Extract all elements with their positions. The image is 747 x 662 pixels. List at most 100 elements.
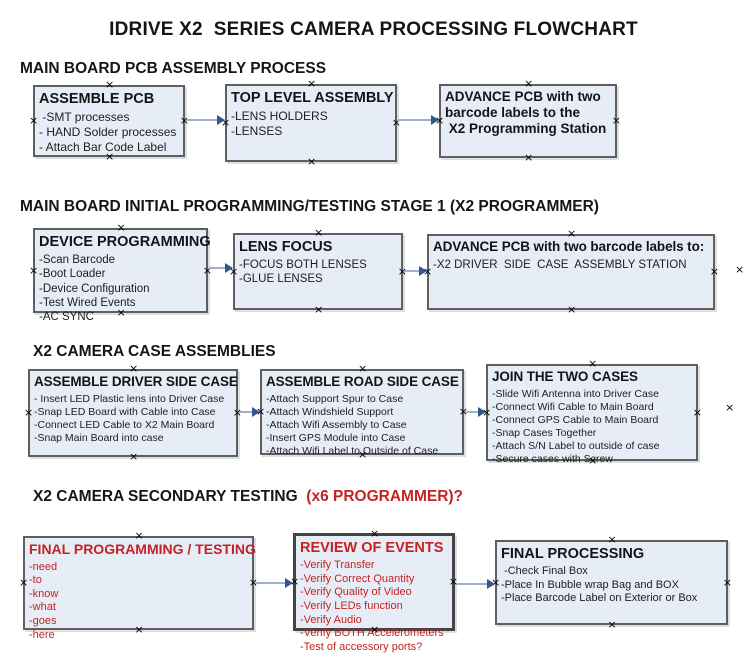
section-heading-secondary-testing: X2 CAMERA SECONDARY TESTING (x6 PROGRAMM…	[33, 488, 463, 506]
section-heading-pcb-assembly: MAIN BOARD PCB ASSEMBLY PROCESS	[20, 60, 326, 78]
connection-anchor-icon: ×	[567, 227, 577, 240]
connection-anchor-icon: ×	[19, 576, 29, 589]
arrow-head-icon	[478, 407, 486, 417]
box-item: -Test of accessory ports?	[300, 640, 423, 653]
box-item: -Slide Wifi Antenna into Driver Case	[492, 387, 659, 400]
box-title: DEVICE PROGRAMMING	[39, 234, 211, 250]
box-title: REVIEW OF EVENTS	[300, 540, 444, 556]
box-join-the-two-cases: ×××× JOIN THE TWO CASES -Slide Wifi Ante…	[482, 358, 702, 466]
box-item: -need	[29, 560, 58, 573]
box-title: LENS FOCUS	[239, 239, 333, 255]
box-item: -Attach S/N Label to outside of case	[492, 439, 660, 452]
box-item: -Attach Support Spur to Case	[266, 392, 404, 405]
box-item: -Verify BOTH Accelerometers	[300, 627, 444, 640]
box-item: -Verify LEDs function	[300, 600, 403, 612]
connection-anchor-icon: ×	[722, 575, 732, 589]
flow-arrow	[465, 407, 486, 417]
flow-arrow	[186, 115, 225, 125]
box-item: -Snap Cases Together	[492, 426, 597, 439]
connection-anchor-icon: ×	[129, 362, 139, 375]
arrow-line	[465, 411, 480, 413]
box-item: -Boot Loader	[39, 268, 106, 281]
box-item: -to	[29, 574, 42, 587]
arrow-line	[404, 270, 421, 272]
section-heading-text: X2 CAMERA CASE ASSEMBLIES	[33, 343, 276, 360]
box-item: -SMT processes	[39, 110, 130, 125]
connection-anchor-icon: ×	[314, 303, 324, 316]
section-heading-text: X2 CAMERA SECONDARY TESTING	[33, 488, 307, 505]
connection-anchor-icon: ×	[129, 450, 139, 463]
box-item: -know	[29, 587, 59, 600]
box-title: FINAL PROCESSING	[501, 546, 645, 562]
box-item: -Verify Correct Quantity	[300, 572, 415, 585]
flow-arrow	[209, 263, 233, 273]
arrow-head-icon	[285, 578, 293, 588]
box-item: -Place In Bubble wrap Bag and BOX	[501, 578, 679, 591]
connection-anchor-icon: ×	[24, 406, 34, 419]
box-title: ASSEMBLE ROAD SIDE CASE	[266, 374, 459, 389]
box-item: -GLUE LENSES	[239, 273, 323, 286]
arrow-head-icon	[419, 266, 427, 276]
box-item: -Verify Transfer	[300, 559, 375, 572]
box-final-programming-testing: ×××× FINAL PROGRAMMING / TESTING -need -…	[19, 530, 258, 641]
arrow-line	[456, 583, 489, 585]
connection-anchor-icon: ×	[29, 263, 39, 277]
box-title: FINAL PROGRAMMING / TESTING	[29, 541, 256, 557]
box-title: ASSEMBLE DRIVER SIDE CASE	[34, 374, 238, 389]
box-item: -Insert GPS Module into Case	[266, 431, 406, 444]
connection-anchor-icon: ×	[105, 78, 115, 91]
arrow-head-icon	[487, 579, 495, 589]
flow-arrow	[398, 115, 439, 125]
box-item: - Insert LED Plastic lens into Driver Ca…	[34, 392, 225, 405]
box-item: -Secure cases with Screw	[492, 452, 613, 465]
arrow-line	[209, 267, 227, 269]
flow-arrow	[404, 266, 427, 276]
box-title: ADVANCE PCB with two barcode labels to:	[433, 239, 705, 254]
section-heading-text: MAIN BOARD PCB ASSEMBLY PROCESS	[20, 60, 327, 77]
section-heading-initial-programming: MAIN BOARD INITIAL PROGRAMMING/TESTING S…	[20, 198, 599, 216]
box-item: -Device Configuration	[39, 282, 150, 295]
box-item: -Connect GPS Cable to Main Board	[492, 413, 659, 426]
box-title: TOP LEVEL ASSEMBLY	[231, 90, 394, 106]
connection-anchor-icon: ×	[709, 265, 719, 278]
box-item: - HAND Solder processes	[39, 125, 177, 139]
box-item: -FOCUS BOTH LENSES	[239, 259, 367, 272]
arrow-head-icon	[252, 407, 260, 417]
box-item: -AC SYNC	[39, 311, 94, 324]
box-title: ADVANCE PCB with two barcode labels to t…	[445, 89, 607, 136]
box-item: -goes	[29, 615, 57, 627]
box-assemble-road-side-case: ×××× ASSEMBLE ROAD SIDE CASE -Attach Sup…	[256, 363, 468, 460]
arrow-line	[186, 119, 219, 121]
connection-anchor-icon: ×	[307, 155, 317, 168]
box-item: - Attach Bar Code Label	[39, 139, 167, 154]
box-item: -X2 DRIVER SIDE CASE ASSEMBLY STATION	[433, 258, 687, 271]
box-review-of-events: ×××× REVIEW OF EVENTS -Verify Transfer -…	[290, 527, 458, 653]
box-device-programming: ×××× DEVICE PROGRAMMING -Scan Barcode -B…	[29, 222, 212, 323]
box-item: -Place Barcode Label on Exterior or Box	[501, 592, 698, 605]
box-item: -Verify Audio	[300, 613, 362, 626]
box-item: -LENSES	[231, 124, 283, 138]
connection-anchor-icon: ×	[116, 221, 126, 234]
arrow-head-icon	[225, 263, 233, 273]
box-advance-pcb-to-programming-station: ×××× ADVANCE PCB with two barcode labels…	[435, 78, 621, 163]
connection-anchor-icon: ×	[524, 151, 534, 164]
connection-anchor-icon: ×	[524, 77, 534, 90]
connection-anchor-icon: ×	[567, 303, 577, 316]
box-item: -Scan Barcode	[39, 254, 116, 267]
box-item: -Connect LED Cable to X2 Main Board	[34, 418, 215, 431]
section-heading-text: MAIN BOARD INITIAL PROGRAMMING/TESTING S…	[20, 198, 599, 215]
connection-anchor-icon: ×	[29, 114, 39, 127]
flow-arrow	[255, 578, 293, 588]
section-heading-red-text: (x6 PROGRAMMER)?	[306, 488, 464, 505]
box-assemble-pcb: ×××× ASSEMBLE PCB -SMT processes - HAND …	[29, 79, 189, 162]
connection-anchor-icon: ×	[307, 77, 317, 90]
section-heading-case-assemblies: X2 CAMERA CASE ASSEMBLIES	[33, 343, 276, 361]
connection-anchor-icon: ×	[370, 527, 380, 540]
box-item: -Snap Main Board into case	[34, 431, 164, 444]
box-item: -Attach Windshield Support	[266, 405, 394, 418]
flow-arrow	[239, 407, 260, 417]
box-item: -Connect Wifi Cable to Main Board	[492, 400, 654, 413]
page-title: IDRIVE X2 SERIES CAMERA PROCESSING FLOWC…	[109, 19, 638, 40]
box-top-level-assembly: ×××× TOP LEVEL ASSEMBLY -LENS HOLDERS -L…	[221, 78, 401, 167]
